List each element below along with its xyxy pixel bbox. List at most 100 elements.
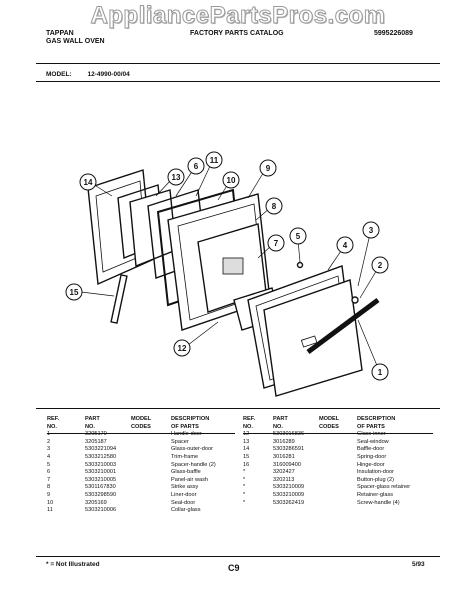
divider bbox=[36, 408, 440, 409]
cell-desc: Spacer bbox=[171, 438, 189, 445]
cell-desc: Seal-window bbox=[357, 438, 389, 445]
cell-desc: Retainer-glass bbox=[357, 491, 394, 498]
cell-desc: Baffle-door bbox=[357, 446, 385, 453]
part-handle-door bbox=[306, 297, 380, 355]
col-codes: MODEL CODES bbox=[131, 416, 152, 430]
parts-table-left: REF. NO. PART NO. MODEL CODES DESCRIPTIO… bbox=[47, 416, 243, 515]
cell-ref: 3 bbox=[47, 446, 51, 453]
cell-part: 5303210006 bbox=[85, 507, 117, 514]
part-spacer bbox=[351, 296, 359, 304]
cell-codes bbox=[131, 484, 171, 492]
cell-desc: Button-plug (2) bbox=[357, 476, 395, 483]
cell-desc: Strike assy bbox=[171, 484, 199, 491]
catalog-title: FACTORY PARTS CATALOG bbox=[190, 30, 284, 37]
cell-codes bbox=[319, 439, 357, 447]
callout-10: 10 bbox=[227, 176, 236, 185]
cell-part: 5303210009 bbox=[273, 491, 305, 498]
cell-ref: 16 bbox=[243, 461, 250, 468]
col-ref: REF. NO. bbox=[243, 416, 256, 430]
callout-8: 8 bbox=[272, 202, 277, 211]
cell-desc: Trim-frame bbox=[171, 453, 199, 460]
cell-part: 5303221094 bbox=[85, 446, 117, 453]
product-name: GAS WALL OVEN bbox=[46, 38, 105, 45]
cell-ref: * bbox=[243, 491, 246, 498]
table-header-rule bbox=[47, 433, 235, 434]
callout-15: 15 bbox=[70, 288, 79, 297]
callout-13: 13 bbox=[172, 173, 181, 182]
callout-11: 11 bbox=[210, 156, 219, 165]
cell-codes bbox=[131, 469, 171, 477]
callout-12: 12 bbox=[178, 344, 187, 353]
cell-codes bbox=[131, 500, 171, 508]
cell-ref: 9 bbox=[47, 491, 51, 498]
cell-ref: 6 bbox=[47, 469, 51, 476]
footer-date: 5/93 bbox=[412, 561, 425, 568]
cell-desc: Insulation-door bbox=[357, 469, 395, 476]
cell-codes bbox=[131, 492, 171, 500]
cell-part: 5303210003 bbox=[85, 461, 117, 468]
table-row: 4 5303212580 Trim-frame bbox=[47, 454, 243, 462]
callout-14: 14 bbox=[84, 178, 93, 187]
cell-desc: Screw-handle (4) bbox=[357, 499, 400, 506]
col-desc: DESCRIPTION OF PARTS bbox=[357, 416, 396, 430]
header-brand-block: TAPPAN GAS WALL OVEN bbox=[46, 30, 105, 46]
callout-4: 4 bbox=[343, 241, 348, 250]
page-number: C9 bbox=[228, 563, 240, 573]
cell-part: 5303212580 bbox=[85, 453, 117, 460]
cell-ref: 11 bbox=[47, 507, 53, 514]
cell-codes bbox=[131, 446, 171, 454]
cell-part: 5303016836 bbox=[273, 431, 305, 438]
callout-6: 6 bbox=[194, 162, 199, 171]
cell-ref: 8 bbox=[47, 484, 51, 491]
callout-2: 2 bbox=[378, 261, 383, 270]
table-row: * 3202113 Button-plug (2) bbox=[243, 477, 439, 485]
table-row: 2 3205187 Spacer bbox=[47, 439, 243, 447]
part-spacer-handle bbox=[296, 261, 304, 269]
cell-desc: Hinge-door bbox=[357, 461, 385, 468]
callout-1: 1 bbox=[378, 368, 383, 377]
cell-part: 5303298590 bbox=[85, 491, 117, 498]
table-header-rule bbox=[243, 433, 433, 434]
col-ref: REF. NO. bbox=[47, 416, 60, 430]
cell-ref: * bbox=[243, 476, 246, 483]
divider bbox=[36, 556, 440, 557]
cell-desc: Liner-door bbox=[171, 491, 197, 498]
cell-codes bbox=[131, 477, 171, 485]
cell-ref: 4 bbox=[47, 453, 51, 460]
callout-5: 5 bbox=[296, 232, 301, 241]
callouts bbox=[65, 151, 389, 381]
divider bbox=[36, 81, 440, 82]
model-label: MODEL: bbox=[46, 71, 72, 78]
cell-part: 3016289 bbox=[273, 438, 295, 445]
cell-desc: Spacer-glass retainer bbox=[357, 484, 411, 491]
cell-part: 5303286591 bbox=[273, 446, 305, 453]
cell-part: 3202113 bbox=[273, 476, 295, 483]
cell-ref: 14 bbox=[243, 446, 250, 453]
cell-codes bbox=[131, 462, 171, 470]
col-part: PART NO. bbox=[273, 416, 288, 430]
cell-part: 3016281 bbox=[273, 453, 295, 460]
table-row: 13 3016289 Seal-window bbox=[243, 439, 439, 447]
cell-desc: Panel-air wash bbox=[171, 476, 208, 483]
cell-desc: Spacer-handle (2) bbox=[171, 461, 216, 468]
cell-codes bbox=[319, 446, 357, 454]
cell-ref: 2 bbox=[47, 438, 51, 445]
parts-table-right: REF. NO. PART NO. MODEL CODES DESCRIPTIO… bbox=[243, 416, 439, 507]
cell-part: 3205169 bbox=[85, 499, 107, 506]
col-codes: MODEL CODES bbox=[319, 416, 340, 430]
callout-7: 7 bbox=[274, 239, 279, 248]
cell-desc: Spring-door bbox=[357, 453, 387, 460]
cell-ref: * bbox=[243, 484, 246, 491]
cell-part: 3205187 bbox=[85, 438, 107, 445]
cell-ref: 13 bbox=[243, 438, 250, 445]
cell-part: 5303210005 bbox=[85, 476, 117, 483]
divider bbox=[36, 63, 440, 64]
